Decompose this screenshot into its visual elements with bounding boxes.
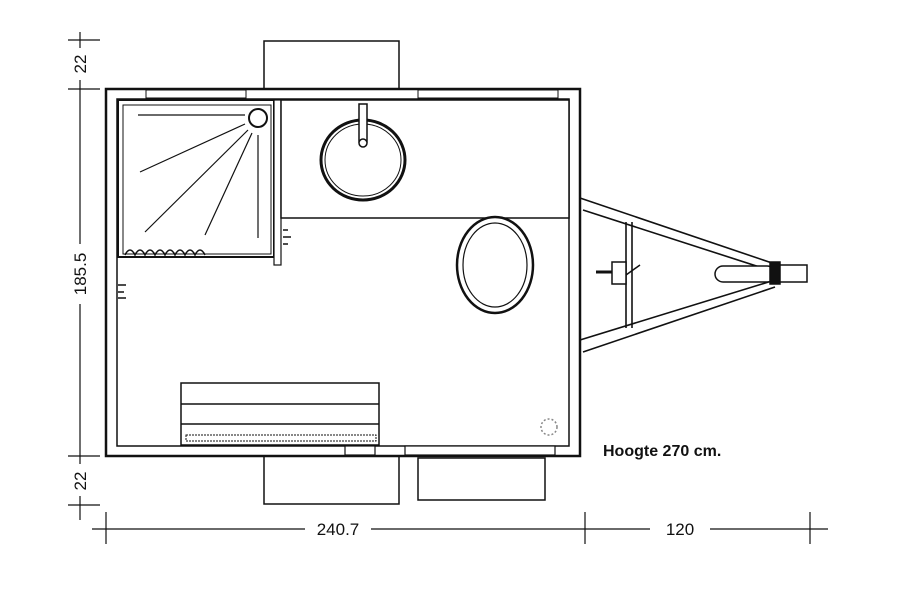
shower-spray-lines [138,114,259,238]
dim-height: 185.5 [71,253,90,296]
dim-width: 240.7 [317,520,360,539]
bench [180,382,380,447]
sink-icon [319,103,407,202]
bottom-exterior-step-right [417,457,546,501]
towel-hook-left [118,229,291,299]
dim-top-bg [70,48,90,80]
drawbar-frame [579,197,776,353]
horizontal-dimension [92,512,828,544]
tow-hitch-icon [714,261,808,285]
bottom-exterior-step-left [263,454,400,505]
floor-drain-icon [540,418,558,436]
bottom-wall-door [344,445,556,456]
top-wall-window-left [145,89,247,99]
dim-top-margin: 22 [71,55,90,74]
top-wall-window-right [417,89,559,99]
shower-wall-post [273,99,282,266]
shower-door-hinges [124,249,206,257]
shower-drain-icon [248,108,268,128]
top-exterior-box [263,40,400,91]
dim-height-bg [70,244,90,304]
dim-bottom-margin: 22 [71,472,90,491]
dim-drawbar-bg [650,518,710,540]
dim-drawbar-length: 120 [666,520,694,539]
dim-bottom-bg [70,464,90,496]
shower-cubicle-inner [122,104,272,255]
dim-width-bg [305,518,371,540]
toilet-icon [455,215,535,315]
height-note: Hoogte 270 cm. [603,443,721,460]
jockey-wheel-icon [596,261,641,285]
